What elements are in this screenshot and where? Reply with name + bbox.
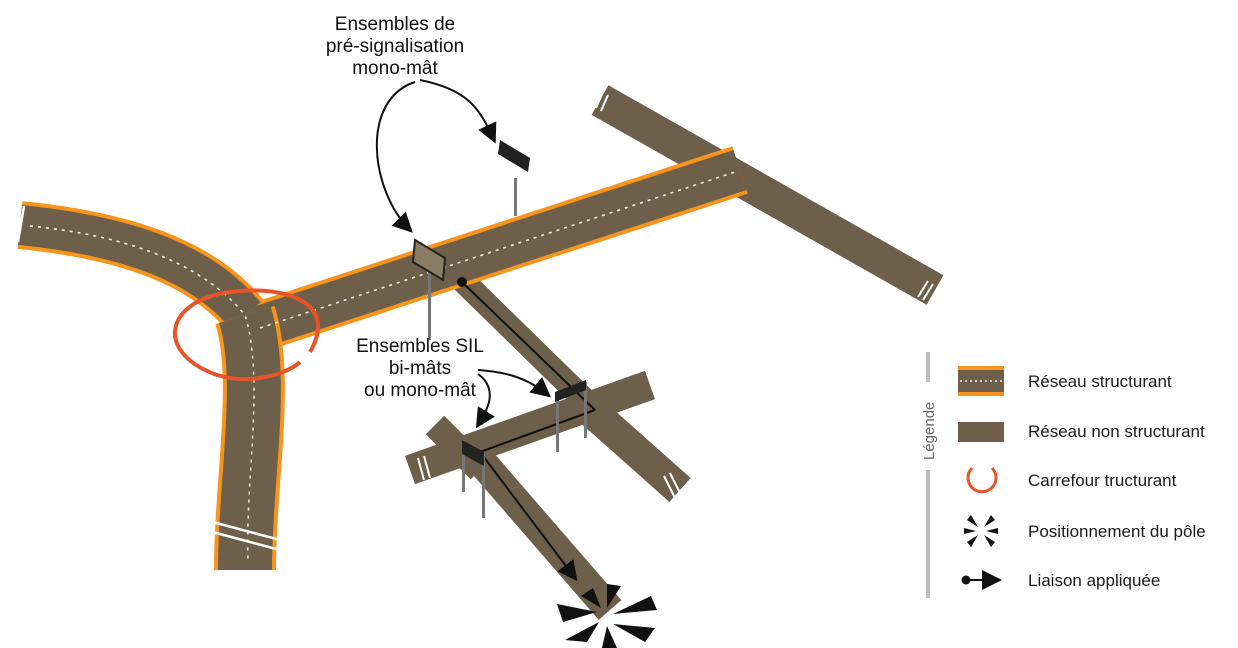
sil-callout-line-2: bi-mâts — [389, 358, 451, 379]
presignal-sign-main — [411, 238, 447, 340]
structuring-roads — [8, 146, 748, 571]
link-arrow-icon — [961, 570, 1002, 590]
road-upper-right — [591, 85, 944, 305]
sil-callout-line-1: Ensembles SIL — [356, 336, 484, 357]
road-cross-right-leg — [579, 398, 691, 502]
pole-position-icon — [557, 584, 657, 648]
sil-sign-right — [555, 380, 587, 452]
legend-rule-bottom — [926, 470, 930, 598]
presignal-callout-line-3: mono-mât — [352, 58, 438, 79]
legend-item-link: Liaison appliquée — [1028, 571, 1160, 590]
junction-circle-icon — [966, 466, 998, 494]
legend-item-non-structuring: Réseau non structurant — [1028, 422, 1205, 441]
presignal-callout-line-1: Ensembles de — [335, 14, 455, 35]
sil-callout-line-3: ou mono-mât — [364, 380, 477, 401]
structuring-road-swatch — [958, 366, 1004, 396]
legend-title: Légende — [921, 402, 938, 460]
non-structuring-roads — [404, 85, 944, 620]
structuring-junction-ring — [173, 288, 320, 382]
presignal-callout-line-2: pré-signalisation — [326, 36, 464, 57]
callout-arrows — [375, 79, 552, 429]
legend-rule-top — [926, 352, 930, 382]
presignal-callout: Ensembles de pré-signalisation mono-mât — [326, 14, 464, 79]
road-to-pole — [468, 450, 622, 620]
sil-callout: Ensembles SIL bi-mâts ou mono-mât — [356, 336, 484, 401]
legend-item-pole: Positionnement du pôle — [1028, 522, 1206, 541]
road-cross-left-leg — [425, 415, 490, 480]
legend-item-junction: Carrefour tructurant — [1028, 471, 1177, 490]
legend-item-structuring: Réseau structurant — [1028, 372, 1172, 391]
sil-sign-left — [462, 440, 485, 518]
presignal-sign-top — [498, 140, 530, 216]
non-structuring-road-swatch — [958, 422, 1004, 442]
legend: Légende Réseau structurant Réseau non st… — [921, 352, 1206, 598]
pole-burst-icon — [964, 515, 998, 547]
